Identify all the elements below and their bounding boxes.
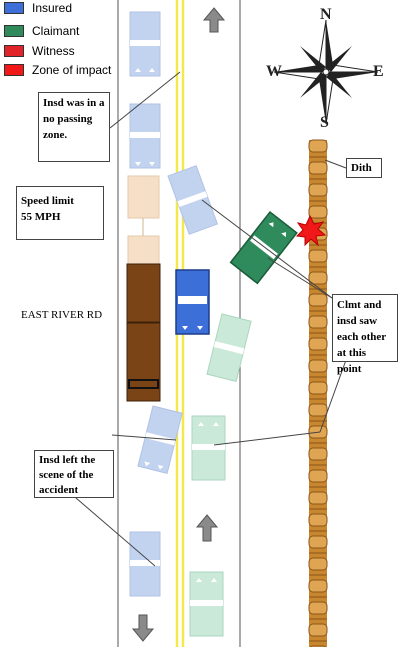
legend-label-zone-of-impact: Zone of impact xyxy=(32,63,112,77)
ditch-segment xyxy=(308,469,328,483)
ditch-label: Dith xyxy=(346,158,382,178)
claimant-car-position-3 xyxy=(189,571,224,637)
arrow-down-icon xyxy=(131,614,155,642)
ditch-segment xyxy=(308,249,328,263)
ditch-segment xyxy=(308,623,328,637)
legend-swatch-witness xyxy=(4,45,24,57)
note-no-passing-zone: Insd was in a no passing zone. xyxy=(38,92,110,162)
legend-item-claimant: Claimant xyxy=(4,24,79,38)
ditch-segment xyxy=(308,447,328,461)
ditch-segment xyxy=(308,337,328,351)
legend-label-claimant: Claimant xyxy=(32,24,80,38)
legend-item-zone-of-impact: Zone of impact xyxy=(4,63,111,77)
ditch-segment xyxy=(308,491,328,505)
compass-west-label: W xyxy=(266,63,282,80)
note-left-scene: Insd left the scene of the accident xyxy=(34,450,114,498)
road-name-label: EAST RIVER RD xyxy=(16,296,112,334)
compass-rose-icon xyxy=(273,19,379,125)
legend-swatch-insured xyxy=(4,2,24,14)
ditch-segment xyxy=(308,403,328,417)
ditch-segment xyxy=(308,601,328,615)
insured-car-position-5 xyxy=(129,531,161,597)
ditch xyxy=(308,139,328,647)
claimant-car xyxy=(229,210,298,285)
ditch-segment xyxy=(308,293,328,307)
callout-lines xyxy=(75,71,347,567)
ditch-segment xyxy=(308,315,328,329)
arrow-up-south-icon xyxy=(195,514,219,542)
compass-east-label: E xyxy=(373,63,384,80)
insured-car-position-2 xyxy=(129,103,161,169)
legend-swatch-claimant xyxy=(4,25,24,37)
claimant-car-position-2 xyxy=(191,415,226,481)
ditch-segment xyxy=(308,359,328,373)
legend-label-witness: Witness xyxy=(32,44,75,58)
ditch-segment xyxy=(308,513,328,527)
ditch-segment xyxy=(308,139,328,153)
compass-north-label: N xyxy=(320,6,332,23)
note-saw-each-other: Clmt and insd saw each other at this poi… xyxy=(332,294,398,375)
ditch-segment xyxy=(308,183,328,197)
legend-item-insured: Insured xyxy=(4,1,72,15)
ditch-segment xyxy=(308,579,328,593)
ditch-segment xyxy=(308,557,328,571)
zone-of-impact-icon xyxy=(295,214,327,247)
note-speed-limit: Speed limit 55 MPH xyxy=(16,186,104,240)
ditch-segment xyxy=(308,205,328,219)
ditch-segment xyxy=(308,381,328,395)
truck xyxy=(126,263,161,402)
arrow-up-north-icon xyxy=(202,7,226,33)
truck-faded-front xyxy=(127,175,160,219)
legend-item-witness: Witness xyxy=(4,44,75,58)
insured-car-position-1 xyxy=(129,11,161,77)
insured-car xyxy=(175,269,210,335)
legend-swatch-zone-of-impact xyxy=(4,64,24,76)
legend-label-insured: Insured xyxy=(32,1,73,15)
ditch-segment xyxy=(308,161,328,175)
ditch-segment xyxy=(308,535,328,549)
compass-south-label: S xyxy=(320,114,329,131)
ditch-segment xyxy=(308,271,328,285)
claimant-car-position-1 xyxy=(206,313,252,383)
insured-car-position-3 xyxy=(167,165,219,235)
truck-faded-rear xyxy=(127,235,160,265)
